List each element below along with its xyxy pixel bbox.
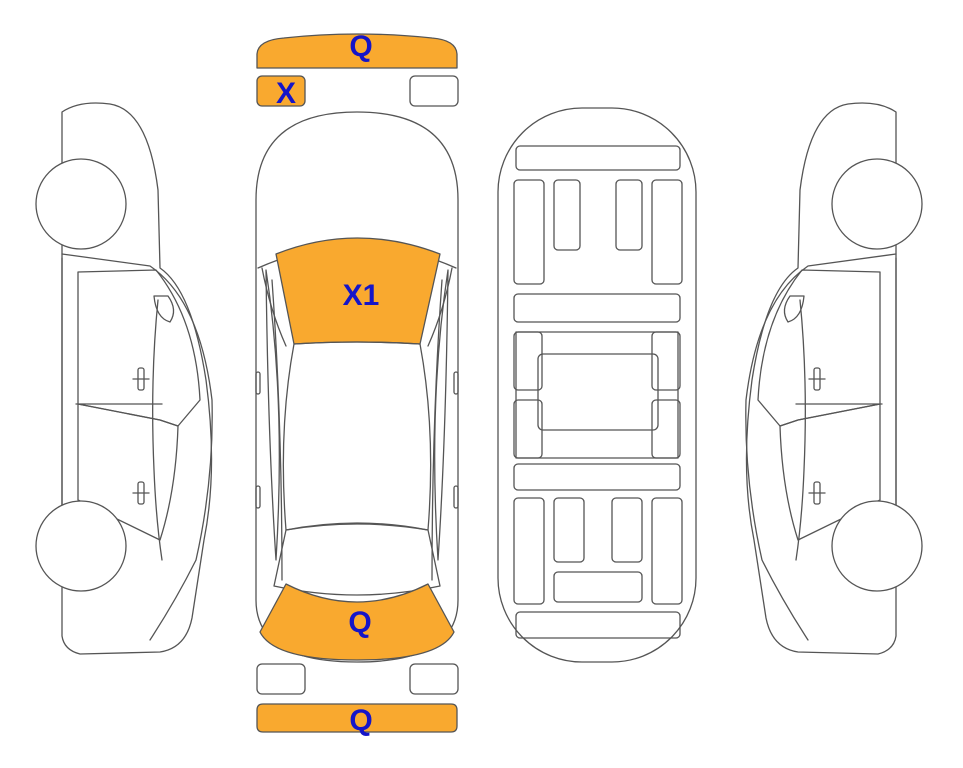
right-side-window <box>757 269 881 427</box>
front-left-light[interactable] <box>256 75 306 107</box>
underbody-center-pan <box>537 353 659 431</box>
right-side-body-outline <box>745 102 897 655</box>
left-side-rear-wheel <box>35 500 127 592</box>
underbody-front-crossmember <box>513 293 681 323</box>
underbody-right-mid-front <box>651 331 681 391</box>
right-side-rear-wheel <box>831 500 923 592</box>
rear-window[interactable] <box>259 583 455 661</box>
front-left-light-mark: X <box>276 77 296 110</box>
top-view-roof <box>282 341 432 531</box>
left-side-mirror <box>153 295 175 323</box>
left-side-front-wheel <box>35 158 127 250</box>
right-side-pillar <box>795 299 806 561</box>
right-side-mirror <box>783 295 805 323</box>
underbody-left-rear-panel <box>553 497 585 563</box>
top-view-right-side-glass <box>434 269 449 561</box>
car-left-side-view <box>35 102 213 655</box>
left-side-pillar <box>152 299 163 561</box>
car-right-side-view <box>745 102 923 655</box>
left-side-rear-window <box>77 403 179 541</box>
underbody-front-bar <box>515 145 681 171</box>
front-bumper[interactable] <box>256 33 458 69</box>
top-view-right-pillar-line <box>431 279 443 581</box>
top-view-trunk-line <box>273 523 441 596</box>
top-view-right-rear-handle <box>453 485 459 509</box>
underbody-left-front-panel <box>553 179 581 251</box>
top-view-left-rear-handle <box>255 485 261 509</box>
underbody-left-front-rail <box>513 179 545 285</box>
top-view-left-a-pillar <box>261 267 287 347</box>
underbody-right-front-rail <box>651 179 683 285</box>
rear-bumper[interactable] <box>256 703 458 733</box>
front-right-light[interactable] <box>409 75 459 107</box>
top-view-right-a-pillar <box>427 267 453 347</box>
underbody-right-rear-rail <box>651 497 683 605</box>
underbody-rear-tank <box>553 571 643 603</box>
left-side-window <box>77 269 201 427</box>
rear-right-light[interactable] <box>409 663 459 695</box>
rear-left-light[interactable] <box>256 663 306 695</box>
underbody-mid-frame <box>515 331 679 459</box>
car-underbody-view <box>497 107 697 663</box>
top-view-body-outline <box>255 111 459 663</box>
underbody-left-rear-rail <box>513 497 545 605</box>
right-side-roof-line <box>745 253 897 641</box>
underbody-right-rear-panel <box>611 497 643 563</box>
top-view-left-pillar-line <box>271 279 283 581</box>
top-view-left-side-glass <box>265 269 280 561</box>
underbody-rear-bar <box>515 611 681 639</box>
right-side-front-wheel <box>831 158 923 250</box>
windshield-mark: X1 <box>343 279 380 312</box>
underbody-outline <box>497 107 697 663</box>
underbody-rear-crossmember <box>513 463 681 491</box>
left-side-roof-line <box>61 253 213 641</box>
front-bumper-mark: Q <box>349 30 372 63</box>
rear-window-mark: Q <box>348 606 371 639</box>
top-view-right-front-mirror <box>453 371 459 395</box>
left-side-body-outline <box>61 102 213 655</box>
underbody-right-front-panel <box>615 179 643 251</box>
rear-bumper-mark: Q <box>349 704 372 737</box>
right-side-rear-window <box>779 403 881 541</box>
top-view-left-front-mirror <box>255 371 261 395</box>
car-top-view: Q X X1 Q Q <box>255 30 459 737</box>
